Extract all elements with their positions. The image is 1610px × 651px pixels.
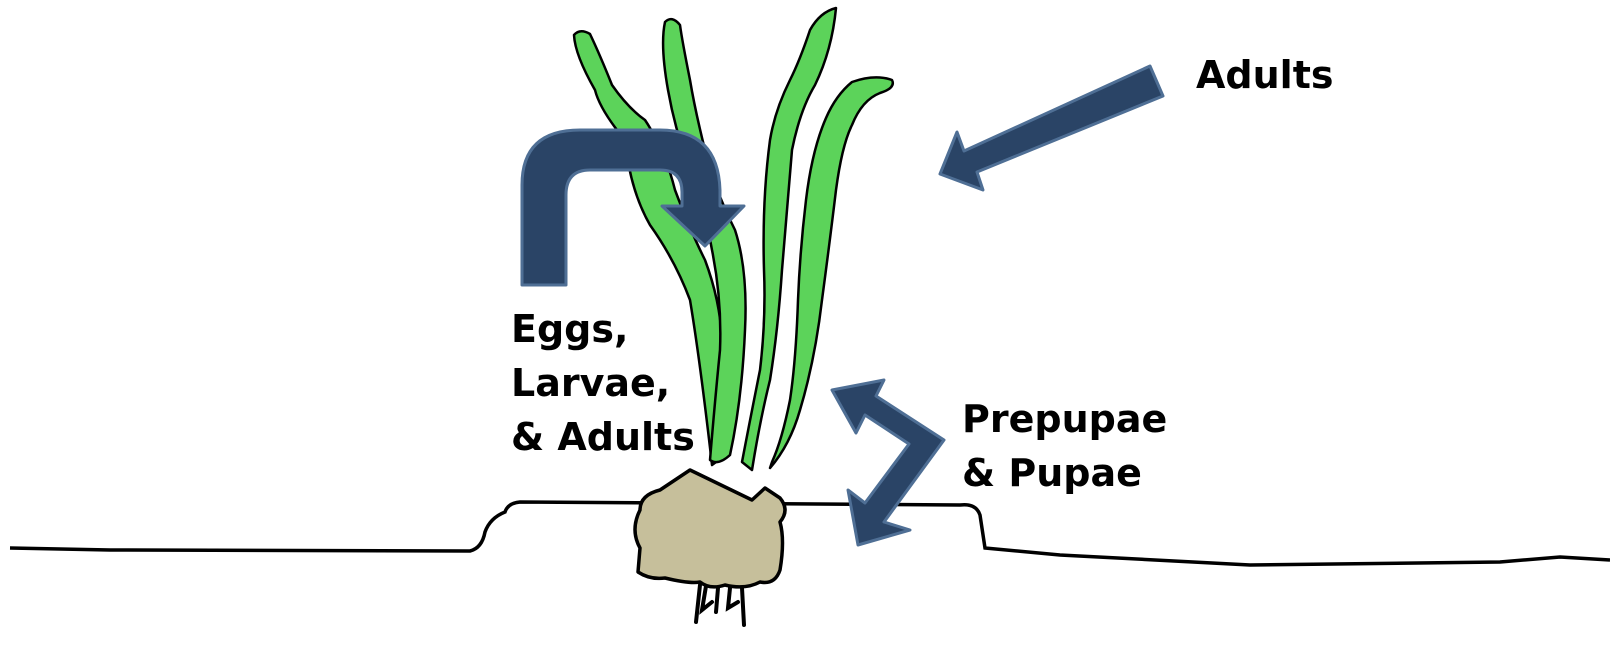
label-adults-line: & Adults xyxy=(511,410,695,464)
onion-bulb xyxy=(635,470,785,587)
label-adults-text: Adults xyxy=(1196,48,1333,102)
adults-arrow-icon xyxy=(940,66,1163,190)
pupae-arrow-icon xyxy=(832,380,944,545)
label-eggs-line: Eggs, xyxy=(511,302,695,356)
label-larvae-line: Larvae, xyxy=(511,356,695,410)
soil-surface-line xyxy=(10,502,1610,565)
label-adults: Adults xyxy=(1196,48,1333,102)
label-pupae-line: & Pupae xyxy=(962,446,1167,500)
label-prepupae-line: Prepupae xyxy=(962,392,1167,446)
label-eggs-larvae-adults: Eggs, Larvae, & Adults xyxy=(511,302,695,464)
curved-arrow-icon xyxy=(522,130,744,285)
onion-roots xyxy=(696,585,744,625)
label-prepupae-pupae: Prepupae & Pupae xyxy=(962,392,1167,500)
